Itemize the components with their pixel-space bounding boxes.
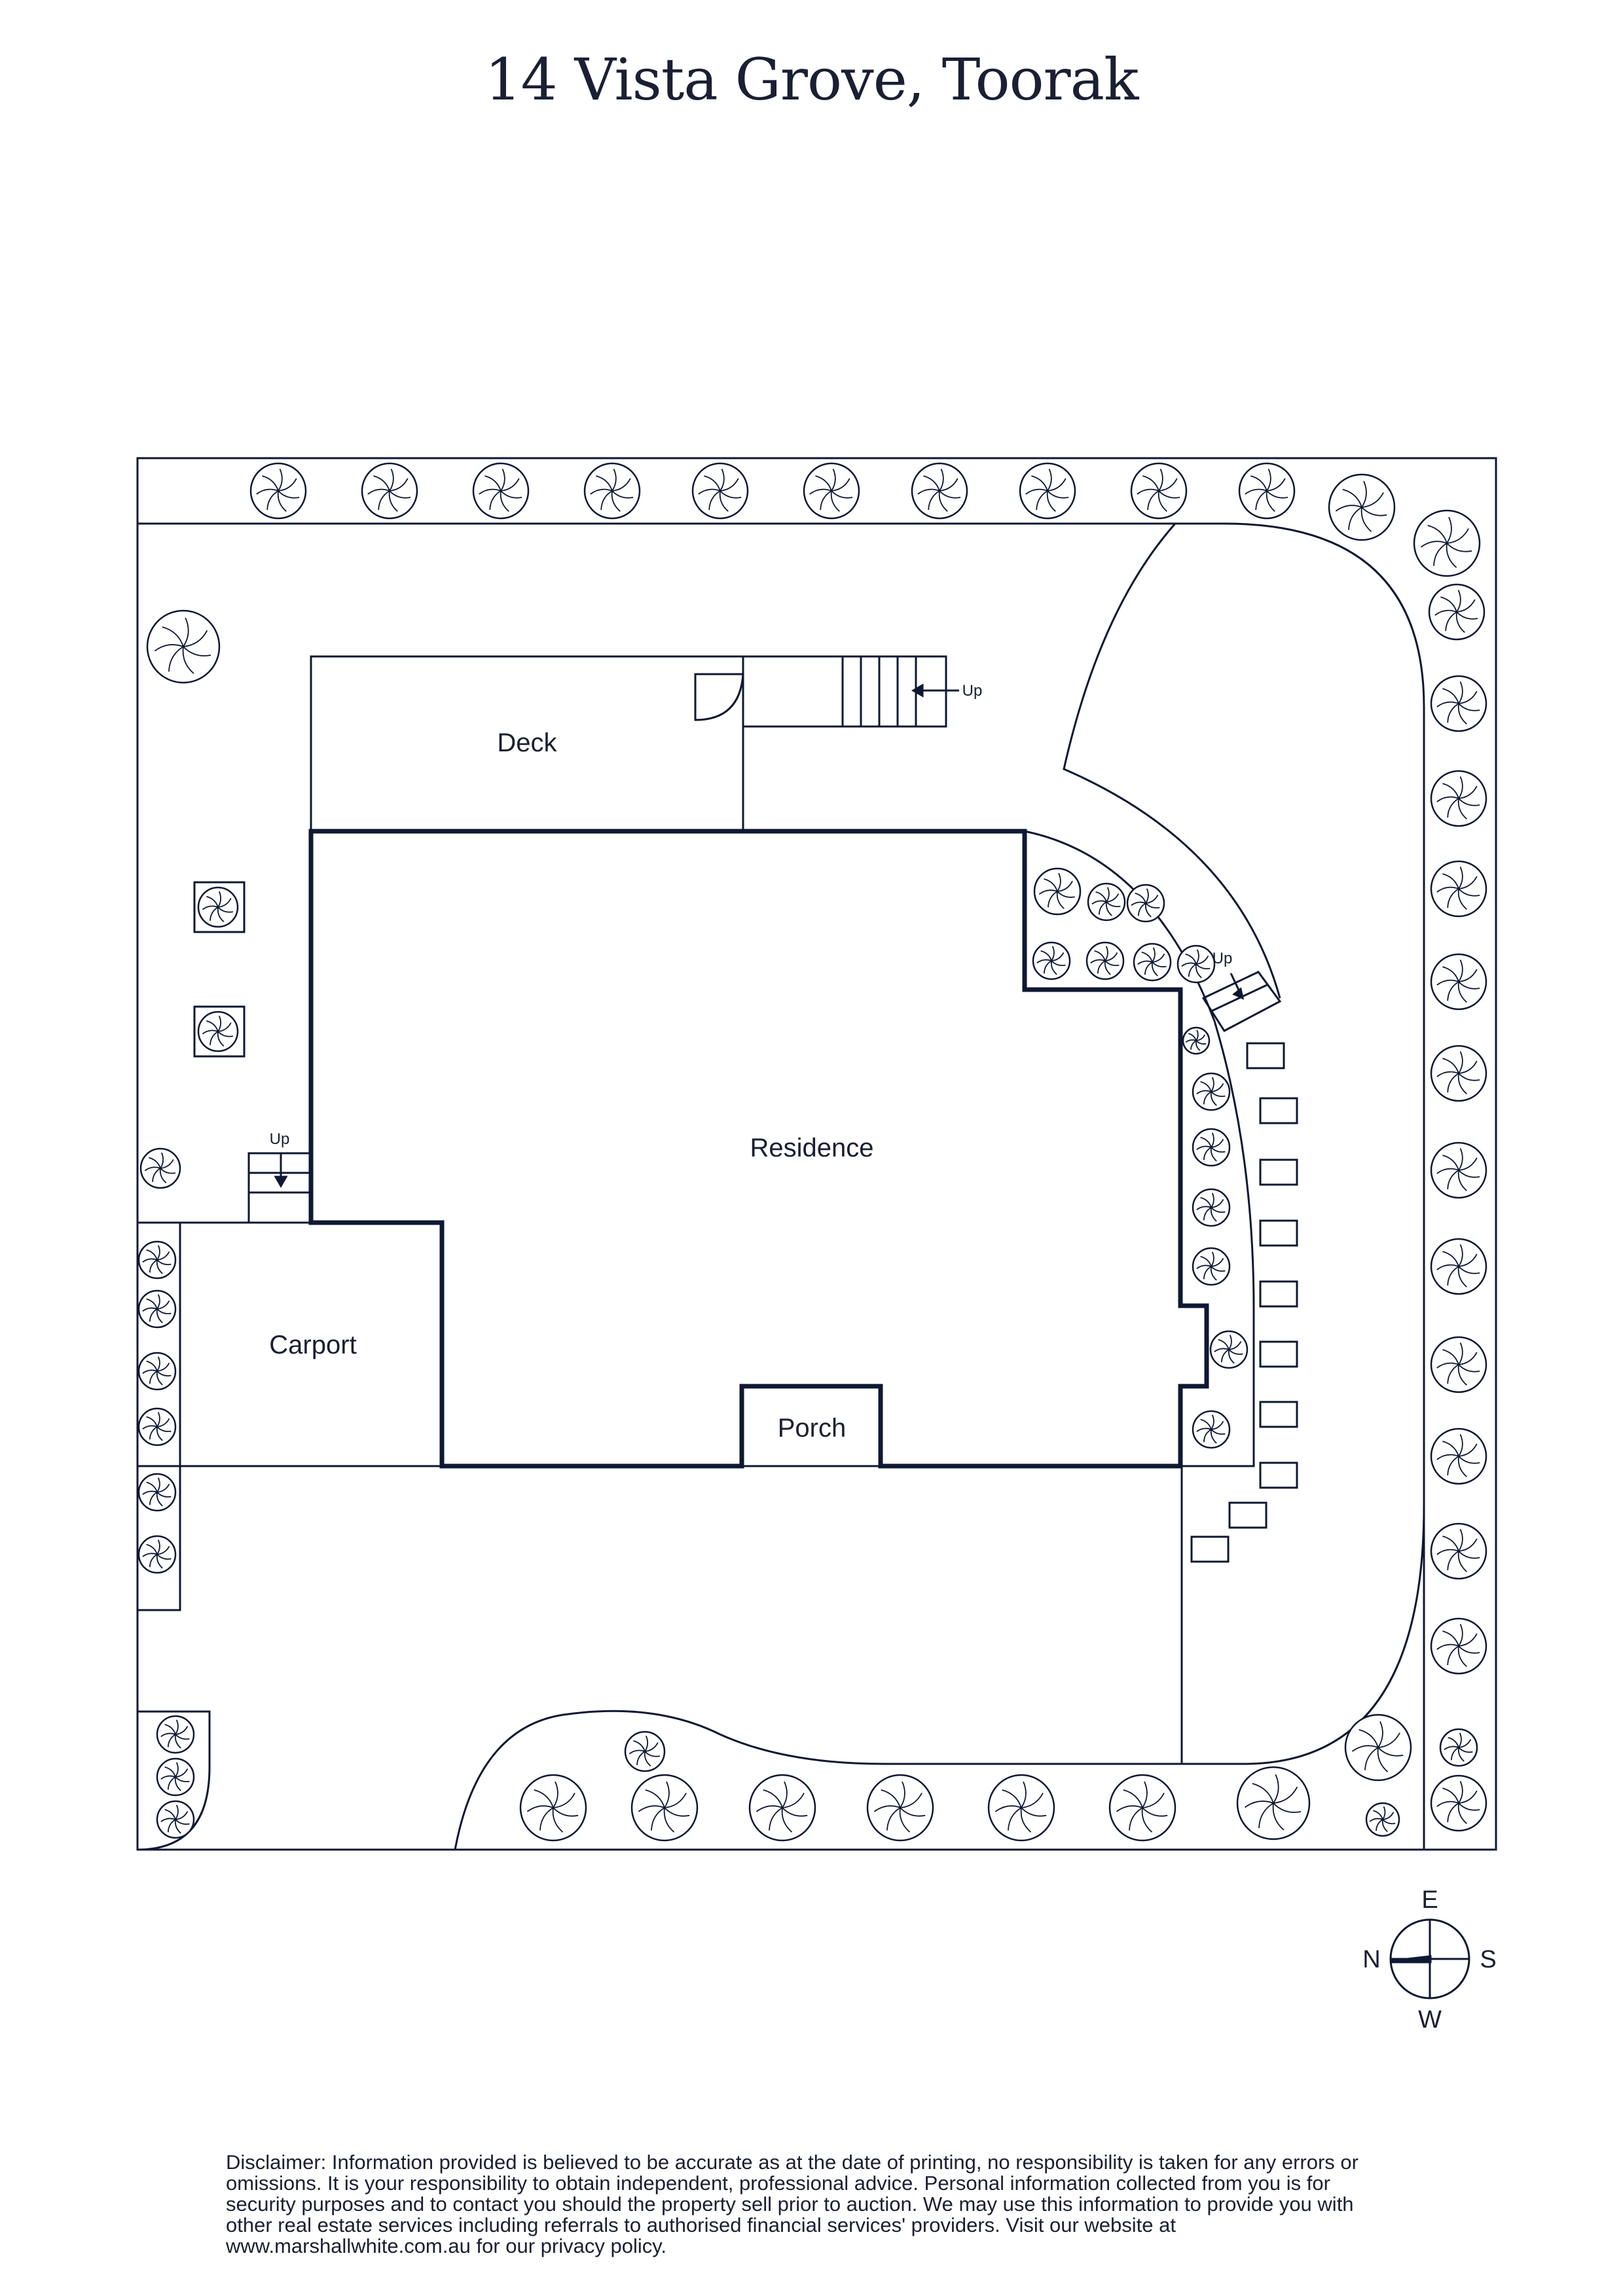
tree-icon <box>630 1774 699 1842</box>
bottom-left-planter <box>137 1710 211 1851</box>
disclaimer-text: Disclaimer: Information provided is beli… <box>226 2151 1359 2257</box>
garden-path <box>1063 523 1281 999</box>
tree-icon <box>1430 1045 1487 1102</box>
deck-outline <box>310 655 744 831</box>
tree-icon <box>1238 462 1296 520</box>
tree-icon <box>1430 1238 1487 1295</box>
compass-south: S <box>1480 1946 1496 1973</box>
tree-icon <box>1108 1774 1176 1842</box>
tree-icon <box>1182 1026 1211 1055</box>
tree-icon <box>866 1774 934 1842</box>
tree-icon <box>146 609 221 684</box>
deck-door <box>694 673 744 721</box>
porch-label: Porch <box>778 1414 847 1443</box>
tree-icon <box>1430 1427 1487 1485</box>
tree-icon <box>1430 1617 1487 1675</box>
tree-icon <box>1192 1247 1231 1286</box>
tree-icon <box>803 462 860 520</box>
driveway-curve <box>1178 1505 1425 1765</box>
tree-icon <box>1032 941 1071 980</box>
tree-icon <box>137 1473 177 1512</box>
tree-icon <box>1192 1188 1231 1227</box>
tree-icon <box>1126 884 1165 923</box>
page-title: 14 Vista Grove, Toorak <box>484 46 1139 113</box>
tree-icon <box>519 1774 587 1842</box>
tree-icon <box>156 1800 195 1839</box>
tree-icon <box>1019 462 1076 520</box>
tree-icon <box>624 1731 666 1772</box>
tree-icon <box>197 1011 239 1052</box>
tree-icon <box>1033 867 1082 916</box>
tree-icon <box>156 1715 195 1754</box>
tree-icon <box>137 1407 177 1446</box>
tree-icon <box>1430 770 1487 827</box>
tree-icon <box>1413 509 1481 577</box>
tree-icon <box>1176 944 1216 984</box>
carport-stairs <box>247 1152 312 1224</box>
deck-stairs <box>841 656 959 726</box>
compass: E N S W <box>1362 1886 1496 2034</box>
tree-icon <box>137 1289 177 1329</box>
tree-icon <box>1192 1072 1231 1111</box>
tree-icon <box>1087 882 1126 922</box>
tree-icon <box>1192 1128 1231 1167</box>
tree-icon <box>361 462 418 520</box>
tree-icon <box>1209 1330 1249 1369</box>
tree-icon <box>1085 941 1125 980</box>
tree-icon <box>1430 675 1487 732</box>
bottom-garden-bed <box>454 1710 1182 1850</box>
side-stairs-up-label: Up <box>1213 950 1233 967</box>
tree-icon <box>911 462 968 520</box>
compass-needle-icon <box>1390 1955 1432 1964</box>
tree-icon <box>1430 1522 1487 1580</box>
planter-box <box>193 881 246 933</box>
tree-icon <box>1328 473 1396 541</box>
carport-label: Carport <box>269 1331 356 1359</box>
tree-icon <box>1439 1728 1478 1767</box>
tree-icon <box>137 1352 177 1391</box>
tree-icon <box>1430 1336 1487 1393</box>
planter-box <box>193 1005 246 1058</box>
residence-outline <box>308 829 1209 1469</box>
tree-icon <box>156 1757 195 1797</box>
tree-icon <box>1430 860 1487 918</box>
tree-icon <box>691 462 749 520</box>
tree-icon <box>1192 1410 1231 1449</box>
tree-icon <box>583 462 641 520</box>
tree-icon <box>197 886 239 928</box>
tree-icon <box>1430 953 1487 1011</box>
tree-icon <box>1130 462 1188 520</box>
tree-icon <box>249 462 307 520</box>
tree-icon <box>1344 1713 1412 1782</box>
side-garden-curve <box>1024 830 1255 1467</box>
stepping-stones <box>1190 1042 1298 1563</box>
tree-icon <box>137 1535 177 1574</box>
property-boundary <box>136 457 1497 1851</box>
tree-icon <box>1428 583 1486 641</box>
tree-icon <box>1430 1774 1487 1832</box>
tree-icon <box>987 1774 1055 1842</box>
tree-icon <box>748 1774 816 1842</box>
compass-west: W <box>1418 2006 1442 2034</box>
left-garden-strip <box>137 1221 181 1611</box>
tree-icon <box>472 462 530 520</box>
tree-icon <box>139 1147 181 1189</box>
tree-icon <box>1365 1802 1400 1837</box>
compass-north: N <box>1362 1946 1380 1973</box>
side-stairs <box>1201 971 1282 1032</box>
right-garden-strip <box>1224 522 1425 1850</box>
deck-label: Deck <box>497 728 557 757</box>
tree-icon <box>1430 1141 1487 1199</box>
tree-icon <box>1133 942 1172 982</box>
residence-label: Residence <box>750 1134 873 1162</box>
tree-icon <box>1236 1766 1311 1840</box>
carport-stairs-up-label: Up <box>270 1130 290 1148</box>
deck-stairs-up-label: Up <box>962 682 983 700</box>
tree-icon <box>137 1240 177 1280</box>
compass-east: E <box>1421 1886 1438 1914</box>
